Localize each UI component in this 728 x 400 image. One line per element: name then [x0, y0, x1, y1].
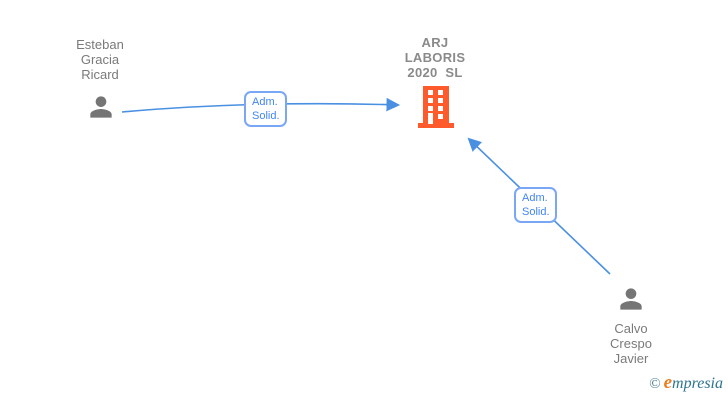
node-calvo-crespo-javier[interactable]: Calvo Crespo Javier	[570, 283, 692, 373]
node-label: Esteban Gracia Ricard	[76, 37, 124, 82]
edge-label-adm-solid-2: Adm. Solid.	[514, 187, 557, 223]
person-icon	[615, 283, 647, 315]
node-arj-laboris-2020-sl[interactable]: ARJ LABORIS 2020 SL	[375, 35, 495, 130]
empresia-logo[interactable]: ©empresia	[649, 372, 723, 394]
node-label: Calvo Crespo Javier	[610, 321, 652, 366]
node-esteban-gracia-ricard[interactable]: Esteban Gracia Ricard	[40, 37, 160, 127]
edge-label-adm-solid-1: Adm. Solid.	[244, 91, 287, 127]
copyright-icon: ©	[649, 376, 661, 392]
person-icon	[85, 91, 117, 123]
building-icon	[417, 86, 455, 128]
node-label: ARJ LABORIS 2020 SL	[404, 35, 466, 80]
brand-initial: e	[663, 372, 673, 393]
brand-rest: mpresia	[672, 375, 723, 392]
